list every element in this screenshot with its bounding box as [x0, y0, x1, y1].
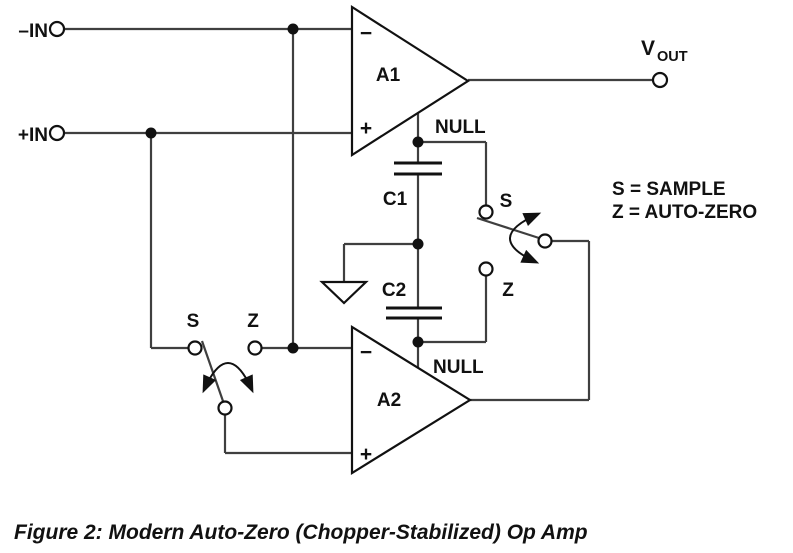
a1-noninverting-input-sign: +: [360, 117, 372, 140]
io-terminals: –IN +IN V OUT: [18, 20, 688, 146]
switch-lower-pole: [217, 400, 233, 416]
switch-upper-s-label: S: [500, 191, 513, 212]
vout-label-subscript: OUT: [657, 49, 688, 65]
ground-triangle-icon: [319, 280, 369, 305]
switch-upper-z-contact: [478, 261, 494, 277]
neg-input-terminal: [48, 20, 66, 38]
vout-label: V: [641, 37, 655, 60]
switch-upper-z-label: Z: [502, 280, 514, 301]
switch-lower: S Z: [187, 311, 263, 416]
ground-symbol: [319, 280, 369, 305]
junction-dots: [145, 23, 424, 354]
legend-autozero-line: Z = AUTO-ZERO: [612, 202, 757, 223]
a1-null-label: NULL: [435, 117, 486, 138]
junction-pos-in: [145, 127, 157, 139]
a2-inverting-input-sign: −: [360, 341, 372, 364]
legend-sample-line: S = SAMPLE: [612, 179, 726, 200]
capacitor-c2: C2: [382, 280, 442, 320]
switch-lower-s-label: S: [187, 311, 200, 332]
switch-lower-z-contact: [247, 340, 263, 356]
switch-lower-s-contact: [187, 340, 203, 356]
capacitor-c1: C1: [383, 161, 442, 210]
opamp-a2: − + A2 NULL: [350, 325, 484, 475]
c2-label: C2: [382, 280, 406, 301]
junction-a2-minus: [287, 342, 299, 354]
pos-input-terminal: [48, 124, 66, 142]
switch-upper-toggle-arrow-icon: [509, 212, 542, 264]
figure-caption: Figure 2: Modern Auto-Zero (Chopper-Stab…: [14, 521, 588, 544]
junction-a2-null: [412, 336, 424, 348]
switch-lower-toggle-arrow-icon: [202, 362, 254, 394]
a2-noninverting-input-sign: +: [360, 443, 372, 466]
a1-label: A1: [376, 65, 401, 86]
pos-input-label: +IN: [18, 125, 48, 146]
switch-upper-pole: [537, 233, 553, 249]
switch-upper-arm: [476, 216, 540, 240]
a1-inverting-input-sign: −: [360, 22, 372, 45]
c1-label: C1: [383, 189, 408, 210]
opamp-a2-triangle: [350, 325, 473, 475]
legend: S = SAMPLE Z = AUTO-ZERO: [612, 179, 757, 223]
switch-upper: S Z: [476, 191, 553, 301]
a2-label: A2: [377, 390, 401, 411]
switch-lower-z-label: Z: [247, 311, 259, 332]
opamp-a1-triangle: [350, 4, 471, 158]
junction-neg-in: [287, 23, 299, 35]
opamp-a1: − + A1 NULL: [350, 4, 486, 158]
junction-c1-c2-ground: [412, 238, 424, 250]
a2-null-label: NULL: [433, 357, 484, 378]
switch-upper-s-contact: [478, 204, 494, 220]
vout-terminal: [651, 71, 669, 89]
junction-a1-null: [412, 136, 424, 148]
neg-input-label: –IN: [18, 21, 48, 42]
